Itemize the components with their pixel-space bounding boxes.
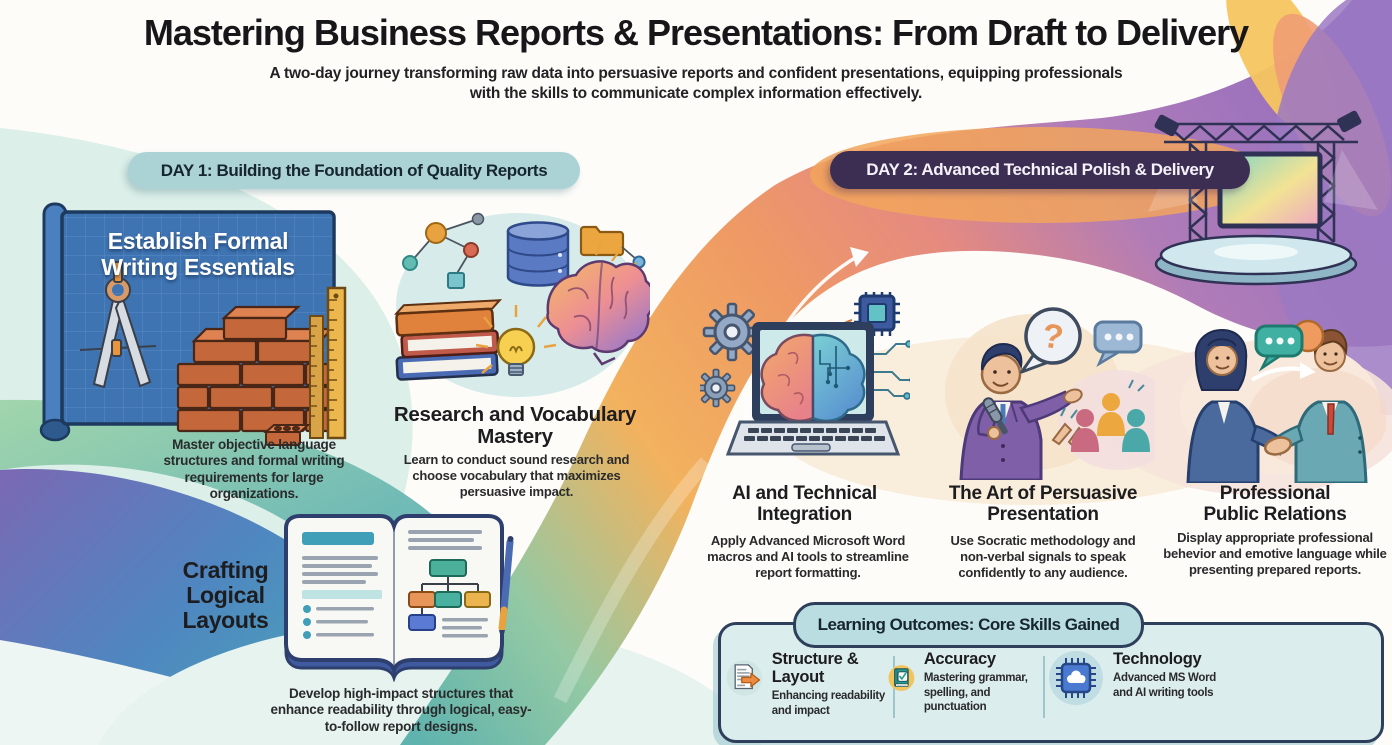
item-title-establish-formal-writing: Establish Formal Writing Essentials	[101, 228, 295, 281]
books-stack-icon	[393, 299, 503, 381]
flowchart-icon	[408, 530, 491, 638]
loose-brick-icon	[263, 424, 311, 446]
ruler-icon	[309, 286, 347, 440]
research-illustration	[393, 212, 650, 397]
gear-icon	[700, 368, 736, 408]
outcome-accuracy: Accuracy Mastering grammar, spelling, an…	[888, 650, 1038, 714]
item-title-persuasive-presentation: The Art of Persuasive Presentation	[948, 483, 1138, 525]
open-book-illustration	[284, 514, 514, 682]
item-caption-ai-integration: Apply Advanced Microsoft Word macros and…	[707, 533, 909, 580]
speaker-figure	[959, 342, 1083, 480]
outcomes-divider	[1043, 656, 1045, 718]
outcome-structure-layout: Structure & Layout Enhancing readability…	[726, 650, 886, 718]
item-caption-crafting-layouts: Develop high-impact structures that enha…	[270, 686, 532, 734]
day1-badge: DAY 1: Building the Foundation of Qualit…	[128, 152, 580, 189]
question-bubble-icon: ?	[1020, 307, 1082, 374]
outcome-technology: Technology Advanced MS Word and AI writi…	[1048, 650, 1298, 706]
outcome-title: Technology	[1113, 650, 1202, 668]
dots-bubble-icon	[1093, 320, 1143, 368]
item-caption-establish-formal-writing: Master objective language structures and…	[163, 437, 345, 502]
item-title-ai-integration: AI and Technical Integration	[732, 483, 877, 525]
pen-icon	[498, 536, 514, 642]
database-icon	[506, 221, 570, 287]
outcome-title: Accuracy	[923, 650, 996, 668]
item-caption-persuasive-presentation: Use Socratic methodology and non-verbal …	[950, 533, 1136, 580]
gear-icon	[702, 302, 762, 362]
microphone-icon	[982, 397, 1008, 435]
item-caption-public-relations: Display appropriate professional behevio…	[1163, 530, 1387, 577]
left-page-content	[302, 532, 382, 639]
blueprint-illustration	[39, 202, 347, 446]
compass-icon	[79, 261, 157, 389]
presenter-illustration: ?	[945, 307, 1155, 480]
item-caption-research-vocabulary: Learn to conduct sound research and choo…	[403, 452, 630, 499]
stage-platform-illustration	[1148, 110, 1378, 286]
item-title-research-vocabulary: Research and Vocabulary Mastery	[393, 403, 637, 449]
outcome-desc: Enhancing readability and impact	[771, 690, 886, 717]
handshake-illustration	[1180, 319, 1386, 483]
item-title-public-relations: Professional Public Relations	[1203, 483, 1347, 525]
network-nodes-icon	[402, 212, 485, 289]
ai-brain-icon	[760, 333, 866, 422]
outcome-title: Structure & Layout	[771, 650, 859, 687]
item-title-crafting-layouts: Crafting Logical Layouts	[182, 557, 269, 633]
brain-icon	[546, 242, 650, 366]
chip-cloud-icon	[1049, 651, 1103, 705]
book-checkmark-icon	[888, 665, 915, 691]
page-title: Mastering Business Reports & Presentatio…	[143, 12, 1249, 53]
audience-figures	[1051, 379, 1150, 452]
woman-figure	[1186, 328, 1288, 483]
circuit-traces-icon	[874, 343, 910, 397]
document-arrow-icon	[726, 660, 763, 696]
ai-laptop-illustration	[700, 292, 910, 456]
learning-outcomes-header: Learning Outcomes: Core Skills Gained	[793, 602, 1144, 648]
outcome-desc: Advanced MS Word and AI writing tools	[1113, 672, 1216, 699]
page-subtitle: A two-day journey transforming raw data …	[269, 65, 1123, 103]
outcome-desc: Mastering grammar, spelling, and punctua…	[923, 672, 1028, 713]
curved-arrow-icon	[1250, 362, 1316, 382]
day2-badge: DAY 2: Advanced Technical Polish & Deliv…	[830, 151, 1250, 189]
lightbulb-icon	[475, 305, 557, 376]
handshake-hands	[1264, 436, 1292, 456]
chat-bubbles-icon	[1254, 319, 1325, 372]
